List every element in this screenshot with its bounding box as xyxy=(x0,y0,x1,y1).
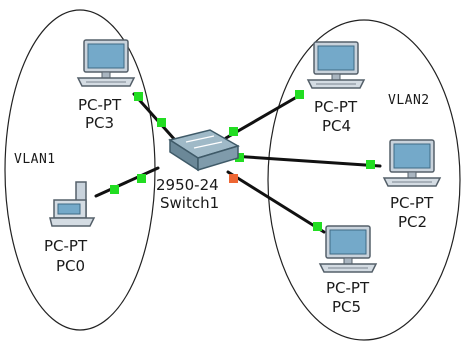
switch-model-label: 2950-24 xyxy=(156,176,219,194)
switch1-node[interactable]: 2950-24 Switch1 xyxy=(156,129,240,212)
pc-icon xyxy=(49,181,95,227)
pc4-model-label: PC-PT xyxy=(314,98,358,116)
pc2-node[interactable]: PC-PT PC2 xyxy=(383,139,441,231)
pc-icon xyxy=(307,41,365,89)
pc2-model-label: PC-PT xyxy=(390,194,434,212)
pc3-node[interactable]: PC-PT PC3 xyxy=(77,39,135,132)
pc0-model-label: PC-PT xyxy=(44,237,88,255)
vlan1-boundary xyxy=(4,9,156,331)
port-up-indicator xyxy=(235,153,244,162)
vlan2-label: VLAN2 xyxy=(388,93,430,108)
pc0-name-label: PC0 xyxy=(56,257,85,275)
port-indicators xyxy=(110,90,375,231)
links xyxy=(94,92,382,234)
pc-icon xyxy=(319,225,377,273)
link-switch-pc4 xyxy=(224,92,304,140)
port-up-indicator xyxy=(137,174,146,183)
pc4-node[interactable]: PC-PT PC4 xyxy=(307,41,365,135)
port-up-indicator xyxy=(313,222,322,231)
pc2-name-label: PC2 xyxy=(398,213,427,231)
switch-icon xyxy=(168,129,240,172)
port-up-indicator xyxy=(295,90,304,99)
port-up-indicator xyxy=(229,127,238,136)
port-up-indicator xyxy=(157,118,166,127)
link-switch-pc2 xyxy=(230,154,382,168)
link-switch-pc5 xyxy=(226,170,326,234)
pc-icon xyxy=(77,39,135,87)
pc3-name-label: PC3 xyxy=(85,114,114,132)
pc3-model-label: PC-PT xyxy=(78,96,122,114)
vlan1-label: VLAN1 xyxy=(14,152,56,167)
vlan2-boundary xyxy=(267,19,461,341)
link-switch-pc3 xyxy=(132,92,177,142)
port-up-indicator xyxy=(366,160,375,169)
port-up-indicator xyxy=(110,185,119,194)
switch-name-label: Switch1 xyxy=(160,194,219,212)
port-alert-indicator xyxy=(229,174,238,183)
pc5-name-label: PC5 xyxy=(332,298,361,316)
port-up-indicator xyxy=(134,92,143,101)
pc-icon xyxy=(383,139,441,187)
pc5-node[interactable]: PC-PT PC5 xyxy=(319,225,377,316)
pc4-name-label: PC4 xyxy=(322,117,351,135)
link-switch-pc0 xyxy=(94,166,160,198)
pc0-node[interactable]: PC-PT PC0 xyxy=(44,181,95,275)
pc5-model-label: PC-PT xyxy=(326,279,370,297)
